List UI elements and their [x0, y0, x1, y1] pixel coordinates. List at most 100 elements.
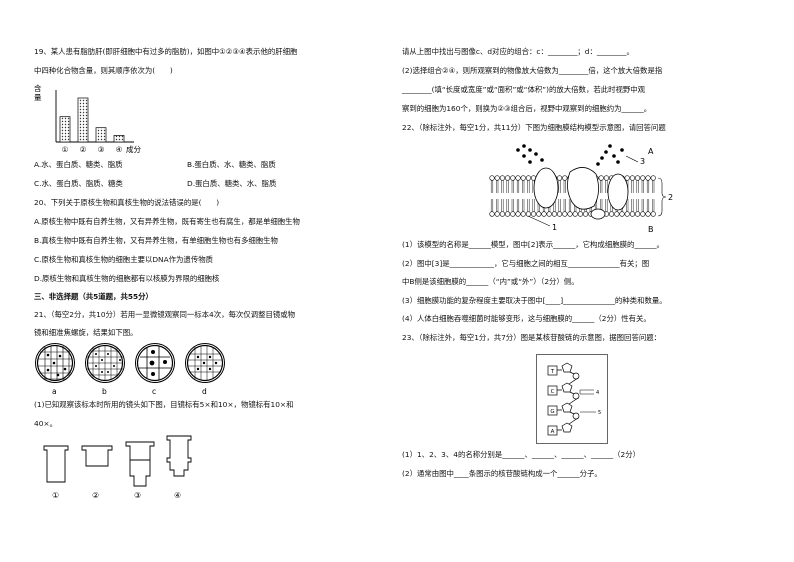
phospholipid-tail — [490, 180, 494, 193]
q21-cont-line4: 察到的细胞为160个，则换为②③组合后，视野中观察到的细胞约为______。 — [402, 104, 652, 113]
phospholipid-tail — [605, 180, 608, 193]
tick-label-1: ① — [62, 145, 69, 154]
phospholipid-head — [619, 211, 625, 217]
q20-stem: 20、下列关于原核生物和真核生物的说法错误的是( ) — [34, 198, 220, 207]
chart-xlabel: 成分 — [126, 144, 141, 154]
base-G: G — [550, 409, 554, 415]
bar-4 — [113, 135, 125, 143]
phospholipid-head — [499, 175, 505, 181]
phospholipid-tail — [516, 199, 520, 212]
q21-cont-line2: (2)选择组合②④，则所观察到的物像放大倍数为________倍，这个放大倍数是… — [402, 66, 663, 75]
phospholipid-head — [525, 175, 532, 181]
phospholipid-tail — [506, 199, 509, 212]
q21-stem-line2: 镜和细准焦螺旋，结果如下图。 — [34, 328, 138, 337]
bar-2 — [77, 97, 89, 143]
phospholipid-head — [546, 211, 552, 217]
phospholipid-head — [650, 211, 656, 217]
phospholipid-tail — [563, 180, 566, 193]
tick-label-3: ③ — [98, 145, 105, 154]
phospholipid-head — [562, 211, 568, 217]
phospholipid-head — [624, 175, 630, 181]
phospholipid-head — [556, 211, 563, 217]
phospholipid-tail — [641, 199, 644, 212]
phospholipid-tail — [516, 180, 520, 193]
base-C: C — [551, 389, 555, 395]
q19-stem-line2: 中四种化合物含量，则其顺序依次为( ) — [34, 66, 173, 75]
phospholipid-head — [608, 211, 615, 217]
lens-2-label: ② — [92, 491, 99, 500]
view-b: b — [85, 343, 125, 396]
q22-sub1: (1）该模型的名称是______模型，图中[2]表示______，它构成细胞膜的… — [402, 240, 664, 249]
view-a: a — [35, 343, 75, 396]
q22-sub2-line2: 中B侧是该细胞膜的______（“内”或“外”）（2分）侧。 — [402, 277, 579, 286]
phospholipid-tail — [558, 199, 561, 212]
phospholipid-tail — [527, 199, 530, 212]
membrane-label-3: 3 — [640, 157, 645, 166]
q20-option-b: B.真核生物中既有自养生物，又有异养生物，有单细胞生物也有多细胞生物 — [34, 236, 278, 245]
bar-3 — [95, 127, 107, 143]
phospholipid-head — [629, 175, 635, 181]
phospholipid-head — [541, 211, 547, 217]
phospholipid-head — [640, 175, 646, 181]
phospholipid-tail — [636, 199, 639, 212]
phospholipid-head — [640, 211, 646, 217]
phospholipid-tail — [522, 199, 525, 212]
phospholipid-head — [525, 211, 532, 217]
phospholipid-head — [505, 175, 511, 181]
q23-stem: 23、（除标注外，每空1分，共7分）图是某核苷酸链的示意图，据图回答问题： — [402, 333, 662, 342]
phospholipid-tail — [641, 180, 644, 193]
membrane-label-1: 1 — [552, 223, 557, 232]
phospholipid-head — [494, 175, 500, 181]
q23-nucleotide-chain: T C G A 4 5 — [536, 354, 608, 444]
bar-1 — [59, 116, 71, 143]
q20-option-a: A.原核生物中既有自养生物，又有异养生物，既有寄生也有腐生，都是单细胞生物 — [34, 217, 300, 226]
phospholipid-tail — [506, 180, 509, 193]
q19-option-b: B.蛋白质、水、糖类、脂质 — [187, 160, 276, 169]
chain-label-4: 4 — [596, 390, 599, 396]
base-T: T — [550, 369, 555, 375]
q20-option-d: D.原核生物和真核生物的细胞都有以核膜为界限的细胞核 — [34, 274, 220, 283]
phospholipid-head — [624, 211, 630, 217]
view-a-label: a — [52, 387, 57, 396]
q19-option-d: D.蛋白质、糖类、水、脂质 — [187, 179, 277, 188]
phospholipid-tail — [563, 199, 566, 212]
q21-lens-diagram: ① ② ③ ④ — [43, 435, 192, 500]
lens-1 — [43, 445, 69, 483]
phospholipid-head — [510, 211, 516, 217]
phospholipid-head — [489, 175, 495, 181]
phospholipid-head — [614, 211, 620, 217]
phospholipid-tail — [532, 199, 535, 212]
phospholipid-tail — [605, 199, 608, 212]
phospholipid-head — [572, 211, 578, 217]
q22-sub4: (4）人体白细胞吞噬细菌时能够变形，这与细胞膜的______（2分）性有关。 — [402, 314, 651, 323]
phospholipid-tail — [501, 180, 504, 193]
phospholipid-tail — [501, 199, 504, 212]
membrane-label-2: 2 — [668, 193, 673, 202]
base-A: A — [551, 429, 555, 435]
q22-stem: 22、（除标注外，每空1分，共11分）下图为细胞膜结构模型示意图，请回答问题 — [402, 123, 666, 132]
lens-4-label: ④ — [174, 491, 181, 500]
q22-sub2-line1: (2）图中[3]是____________，它与细胞之间的相互_________… — [402, 259, 650, 268]
phospholipid-head — [629, 211, 635, 217]
phospholipid-head — [556, 175, 563, 181]
q21-cont-line3: ________(填“长度或宽度”或“面积”或“体积”)的放大倍数，若此时视野中… — [402, 85, 646, 94]
lens-2 — [81, 445, 113, 467]
phospholipid-tail — [646, 180, 650, 193]
q21-sub1-line2: 40×。 — [34, 419, 57, 428]
view-d: d — [185, 343, 225, 396]
phospholipid-head — [520, 175, 526, 181]
phospholipid-head — [645, 211, 651, 217]
phospholipid-tail — [631, 180, 634, 193]
membrane-label-A: A — [648, 147, 654, 156]
q21-sub1-line1: (1)已知观察该标本时所用的镜头如下图，目镜标有5×和10×，物镜标有10×和 — [34, 400, 294, 409]
phospholipid-tail — [600, 180, 603, 193]
view-c-label: c — [152, 387, 156, 396]
q19-option-c: C.水、蛋白质、脂质、糖类 — [34, 179, 123, 188]
glycoprotein-chains — [516, 144, 624, 166]
phospholipid-tail — [646, 199, 650, 212]
phospholipid-tail — [631, 199, 634, 212]
view-b-label: b — [102, 387, 107, 396]
q23-sub2: (2）通常由图中____条图示的核苷酸链构成一个______分子。 — [402, 469, 602, 478]
q22-sub3: (3）细胞膜功能的复杂程度主要取决于图中[____]______________… — [402, 296, 667, 305]
phospholipid-head — [598, 175, 604, 181]
